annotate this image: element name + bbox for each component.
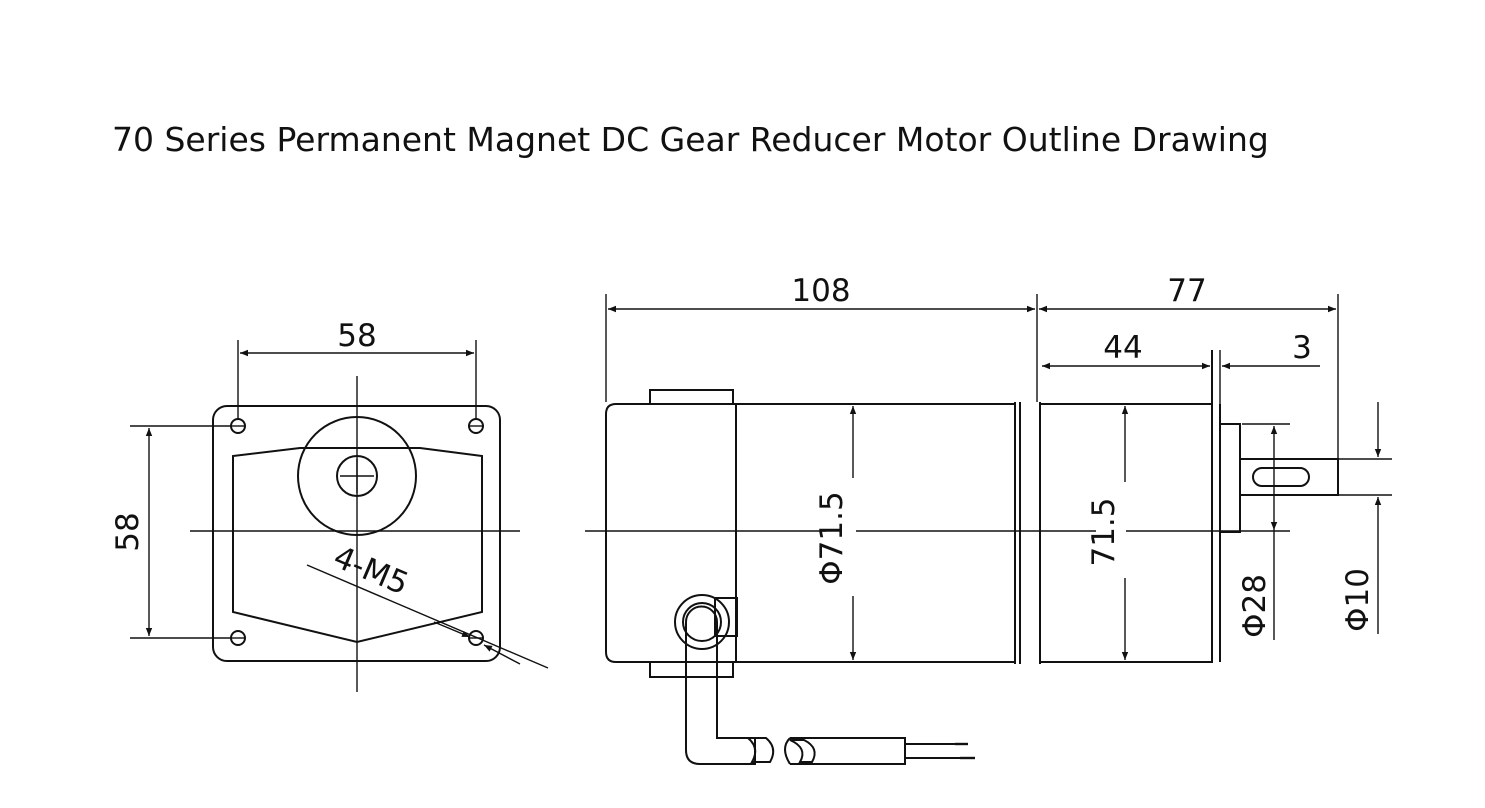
shaft-keyway xyxy=(1252,467,1310,487)
lead-wire xyxy=(745,737,975,765)
side-view: Φ71.5 71.5 Φ28 Φ10 108 77 44 3 xyxy=(585,273,1392,765)
dim-label-front-width: 58 xyxy=(337,318,376,354)
dim-label-front-height: 58 xyxy=(110,512,146,551)
dim-label-motor-diameter: Φ71.5 xyxy=(814,491,850,584)
motor-body xyxy=(605,403,1016,663)
dim-label-flange-gap: 3 xyxy=(1292,330,1312,366)
front-inner-recess xyxy=(232,447,483,644)
page-title: 70 Series Permanent Magnet DC Gear Reduc… xyxy=(112,120,1269,159)
cable-gland xyxy=(674,594,756,765)
dim-label-boss-diameter: Φ28 xyxy=(1237,574,1273,638)
front-view: 58 58 4-M5 xyxy=(110,318,549,692)
output-boss xyxy=(1219,423,1241,533)
dim-label-shaft-diameter: Φ10 xyxy=(1340,568,1376,632)
dim-label-gearbox-body: 44 xyxy=(1103,330,1142,366)
output-shaft xyxy=(1239,458,1339,496)
dim-label-gearbox-length: 77 xyxy=(1167,273,1206,309)
leader-mount-holes xyxy=(306,564,549,669)
dim-label-motor-length: 108 xyxy=(791,273,850,309)
dim-label-gearbox-height: 71.5 xyxy=(1086,497,1122,566)
